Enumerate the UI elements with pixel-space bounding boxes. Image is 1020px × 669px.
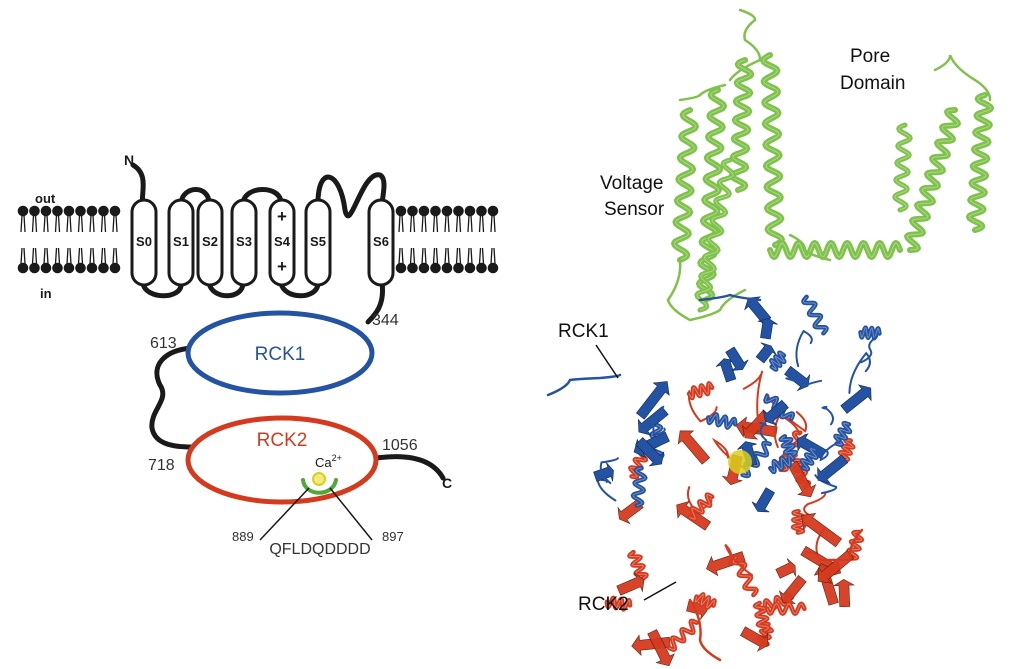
voltage-sensor-label: Voltage bbox=[600, 173, 663, 194]
pore-domain-label: Pore bbox=[850, 46, 890, 67]
side-label-in: in bbox=[40, 286, 52, 301]
segment-s1 bbox=[167, 198, 195, 287]
segment-s4 bbox=[268, 198, 296, 287]
segment-label-s6: S6 bbox=[373, 234, 389, 249]
segment-label-s4: S4 bbox=[274, 234, 291, 249]
s4-charge-top: + bbox=[277, 207, 287, 226]
rck2-label: RCK2 bbox=[257, 430, 308, 451]
s4-charge-bottom: + bbox=[277, 257, 287, 276]
segment-label-s1: S1 bbox=[173, 234, 189, 249]
residue-897: 897 bbox=[382, 529, 404, 544]
rck1-ribbon bbox=[546, 293, 882, 513]
residue-718: 718 bbox=[148, 457, 175, 474]
calcium-ion bbox=[312, 472, 326, 486]
segment-label-s3: S3 bbox=[236, 234, 252, 249]
c-terminus-label: C bbox=[442, 475, 452, 491]
bowl-pointer-right bbox=[329, 487, 373, 541]
segment-s6 bbox=[367, 198, 395, 287]
rck2-domain bbox=[185, 415, 379, 505]
bowl-pointer-left bbox=[259, 487, 310, 541]
structure-rck1-label: RCK1 bbox=[558, 321, 609, 342]
calcium-bowl-sequence: QFLDQDDDD bbox=[269, 541, 370, 558]
transmembrane-segments bbox=[130, 198, 395, 287]
calcium-bowl bbox=[301, 478, 338, 495]
topology-diagram: S0 S1 S2 S3 S4 S5 S6 + + out in N RCK1 R… bbox=[17, 152, 499, 558]
lipid-bilayer bbox=[17, 205, 499, 274]
residue-889: 889 bbox=[232, 529, 254, 544]
segment-label-s0: S0 bbox=[136, 234, 152, 249]
c-terminal-tail bbox=[374, 454, 446, 481]
segment-label-s5: S5 bbox=[310, 234, 326, 249]
rck1-pointer bbox=[595, 344, 619, 379]
rck-linker bbox=[149, 345, 195, 450]
residue-613: 613 bbox=[150, 335, 177, 352]
calcium-sphere bbox=[728, 450, 752, 474]
n-terminus-label: N bbox=[124, 152, 134, 168]
segment-s0 bbox=[130, 198, 158, 287]
rck1-label: RCK1 bbox=[255, 344, 306, 365]
voltage-sensor-label-2: Sensor bbox=[604, 199, 665, 220]
membrane-domain-ribbon bbox=[666, 8, 994, 322]
segment-s5 bbox=[304, 198, 332, 287]
residue-1056: 1056 bbox=[382, 437, 418, 454]
segment-label-s2: S2 bbox=[202, 234, 218, 249]
ribbon-structure: Pore Domain Voltage Sensor RCK1 RCK2 bbox=[546, 8, 994, 667]
structure-rck2-label: RCK2 bbox=[578, 594, 629, 615]
segment-s2 bbox=[196, 198, 224, 287]
rck2-pointer bbox=[643, 581, 677, 601]
calcium-label: Ca2+ bbox=[315, 453, 342, 470]
side-label-out: out bbox=[35, 191, 56, 206]
segment-s3 bbox=[230, 198, 258, 287]
pore-domain-label-2: Domain bbox=[840, 73, 905, 94]
residue-344: 344 bbox=[372, 312, 399, 329]
rck1-domain bbox=[185, 310, 375, 396]
